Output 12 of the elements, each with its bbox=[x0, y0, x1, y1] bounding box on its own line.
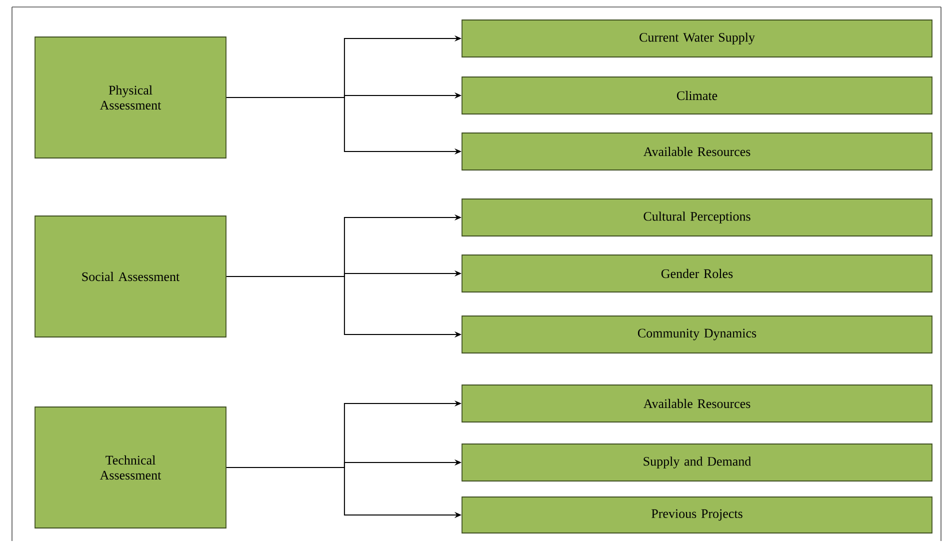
factor-box: Supply and Demand bbox=[462, 444, 932, 482]
factor-box: Cultural Perceptions bbox=[462, 198, 932, 236]
factor-box: Available Resources bbox=[462, 384, 932, 422]
assessment-box: Technical Assessment bbox=[34, 406, 226, 528]
factor-box: Community Dynamics bbox=[462, 316, 932, 354]
factor-box: Climate bbox=[462, 76, 932, 114]
factor-box: Previous Projects bbox=[462, 496, 932, 534]
assessment-box: Physical Assessment bbox=[34, 36, 226, 158]
factor-box: Available Resources bbox=[462, 132, 932, 170]
assessment-box: Social Assessment bbox=[34, 216, 226, 338]
factor-box: Current Water Supply bbox=[462, 20, 932, 58]
factor-box: Gender Roles bbox=[462, 254, 932, 292]
